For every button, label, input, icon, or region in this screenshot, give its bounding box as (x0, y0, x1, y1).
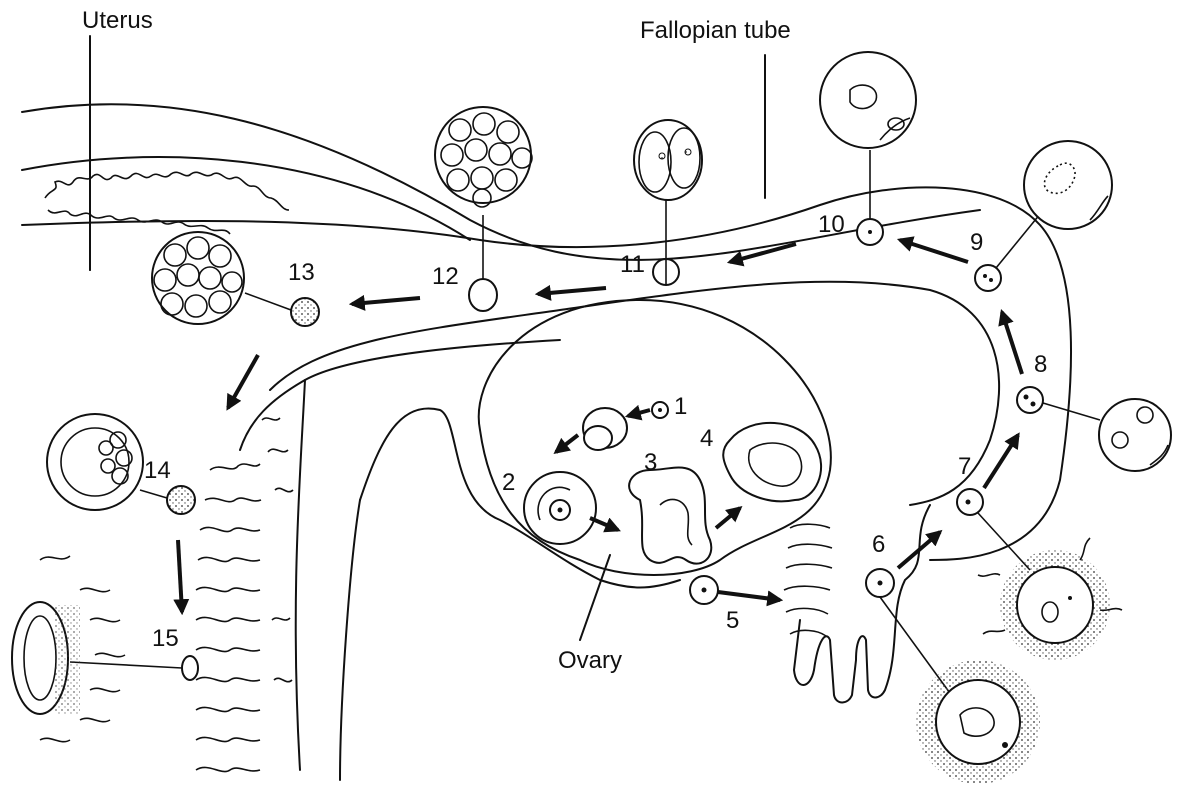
stage-3-ruptured-follicle (629, 468, 711, 564)
stage-14-blastocyst (140, 486, 195, 514)
ovary (340, 300, 831, 780)
inset-oocyte-corona (916, 660, 1040, 784)
stage-10-first-cleavage-spindle (857, 150, 883, 245)
stage-9-zygote (975, 208, 1045, 291)
stage-2-developing-follicle (524, 472, 596, 544)
stage-3-number: 3 (644, 449, 657, 476)
stage-6-number: 6 (872, 531, 885, 558)
fallopian-tube-label: Fallopian tube (640, 17, 791, 44)
endometrium (40, 340, 560, 772)
uterus-label: Uterus (82, 7, 153, 34)
stage-12-number: 12 (432, 263, 459, 290)
stage-4-corpus-luteum (723, 423, 821, 501)
inset-pronuclei (1099, 399, 1171, 471)
stage-9-number: 9 (970, 229, 983, 256)
stage-13-number: 13 (288, 259, 315, 286)
stage-5-ovulated-oocyte (690, 576, 718, 604)
inset-two-cell (634, 120, 702, 200)
stage-10-number: 10 (818, 211, 845, 238)
inset-sperm-entry (978, 538, 1122, 660)
stage-15-number: 15 (152, 625, 179, 652)
stage-8-pronuclei (1017, 387, 1100, 420)
inset-implantation (12, 602, 80, 715)
stage-4-number: 4 (700, 425, 713, 452)
stage-11-number: 11 (620, 251, 645, 278)
stage-1-primordial-follicle (583, 402, 668, 450)
stage-8-number: 8 (1034, 351, 1047, 378)
ovary-label: Ovary (558, 647, 622, 674)
stage-14-number: 14 (144, 457, 171, 484)
stage-15-implantation (70, 656, 198, 680)
stage-5-number: 5 (726, 607, 739, 634)
stage-2-number: 2 (502, 469, 515, 496)
inset-blastocyst (47, 414, 143, 510)
ovary-pointer-line (580, 555, 610, 640)
inset-spindle (820, 52, 916, 148)
inset-zygote (1024, 141, 1112, 229)
inset-early-blastocyst (152, 232, 244, 324)
inset-morula (435, 107, 532, 207)
stage-7-number: 7 (958, 453, 971, 480)
stage-12-morula (469, 215, 497, 311)
stage-13-early-blastocyst (245, 293, 319, 326)
stage-1-number: 1 (674, 393, 687, 420)
